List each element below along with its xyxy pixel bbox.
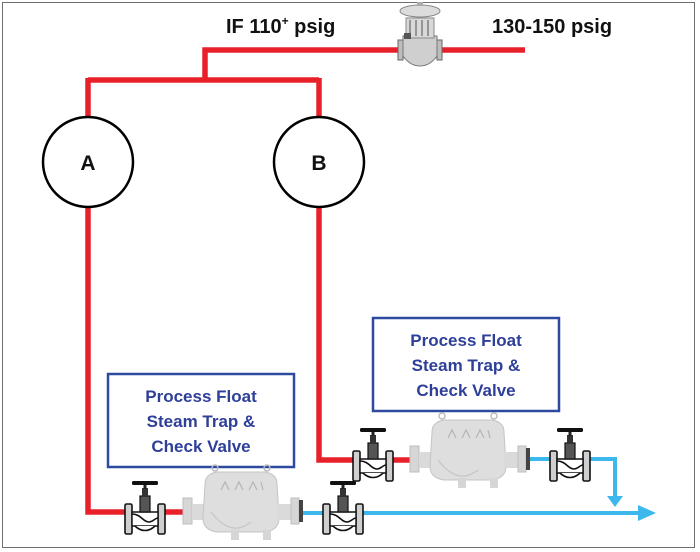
equipment-a-label: A bbox=[80, 152, 95, 175]
float-steam-trap-icon bbox=[182, 464, 304, 541]
float-steam-trap-icon bbox=[409, 412, 531, 489]
steam-supply-header bbox=[202, 47, 525, 80]
equipment-b: B bbox=[272, 115, 366, 209]
condensate-leg-a bbox=[85, 200, 125, 515]
pressure-reducing-valve-icon bbox=[397, 2, 443, 67]
callout-trap-b: Process Float Steam Trap & Check Valve bbox=[371, 316, 561, 413]
callout-trap-a: Process Float Steam Trap & Check Valve bbox=[106, 372, 296, 469]
callout-trap-b-line-1: Process Float bbox=[410, 331, 522, 350]
globe-valve-icon bbox=[322, 480, 364, 535]
globe-valve-icon bbox=[124, 480, 166, 535]
globe-valve-icon bbox=[549, 427, 591, 482]
equipment-b-label: B bbox=[311, 152, 326, 175]
callout-trap-a-line-3: Check Valve bbox=[151, 437, 250, 456]
return-b-drop bbox=[587, 457, 617, 498]
equipment-a: A bbox=[41, 115, 135, 209]
callout-trap-a-line-1: Process Float bbox=[145, 387, 257, 406]
condensate-return-lines bbox=[300, 457, 640, 515]
callout-trap-b-line-2: Steam Trap & bbox=[412, 356, 521, 375]
arrow-right-icon bbox=[638, 505, 656, 521]
globe-valve-icon bbox=[352, 427, 394, 482]
inlet-pressure-label: IF 110+ psig bbox=[226, 14, 335, 38]
condensate-leg-b bbox=[316, 200, 355, 463]
supply-pressure-label: 130-150 psig bbox=[492, 16, 612, 38]
arrow-down-icon bbox=[607, 496, 623, 507]
callout-trap-b-line-3: Check Valve bbox=[416, 381, 515, 400]
callout-trap-a-line-2: Steam Trap & bbox=[147, 412, 256, 431]
